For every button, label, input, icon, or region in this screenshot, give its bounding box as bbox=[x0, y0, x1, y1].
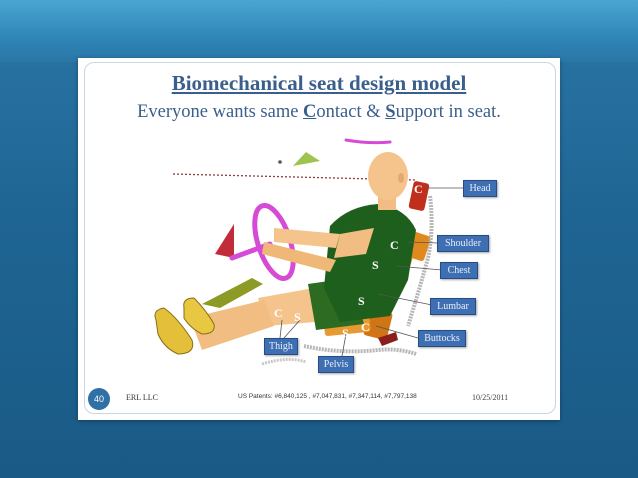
slide: Biomechanical seat design model Everyone… bbox=[78, 58, 560, 420]
head bbox=[368, 152, 408, 200]
leader-lines bbox=[279, 187, 464, 357]
slide-subtitle: Everyone wants same Contact & Support in… bbox=[78, 102, 560, 123]
subtitle-contact-letter: C bbox=[303, 102, 317, 122]
footer-company: ERL LLC bbox=[126, 393, 158, 402]
support-mark-pelvis: S bbox=[342, 326, 349, 340]
label-chest: Chest bbox=[440, 262, 478, 279]
forearm-lower bbox=[262, 242, 336, 272]
label-buttocks: Buttocks bbox=[418, 330, 466, 347]
olive-shape bbox=[202, 278, 263, 308]
label-pelvis: Pelvis bbox=[318, 356, 354, 373]
slide-frame bbox=[84, 62, 556, 414]
sight-line bbox=[172, 173, 417, 181]
red-triangle bbox=[215, 224, 234, 258]
footer-patents: US Patents: #6,840,125 , #7,047,831, #7,… bbox=[238, 393, 417, 400]
dot bbox=[278, 160, 282, 164]
contact-trace-seat bbox=[303, 344, 417, 356]
footer-date: 10/25/2011 bbox=[472, 393, 509, 402]
upper-arm bbox=[334, 228, 374, 258]
support-mark-chest: S bbox=[372, 258, 379, 272]
seat-rail bbox=[378, 332, 398, 346]
slide-title: Biomechanical seat design model bbox=[171, 71, 467, 95]
floor-trace bbox=[261, 357, 307, 366]
page-number: 40 bbox=[88, 388, 110, 410]
shirt bbox=[324, 204, 416, 322]
label-shoulder: Shoulder bbox=[437, 235, 489, 252]
seat-pad-head bbox=[408, 181, 430, 211]
background-top-band bbox=[0, 0, 638, 62]
contact-mark-head: C bbox=[414, 182, 423, 196]
green-triangle bbox=[293, 152, 320, 166]
ear bbox=[398, 173, 404, 183]
support-mark-thigh: S bbox=[294, 310, 301, 324]
subtitle-part: ontact & bbox=[316, 102, 386, 122]
label-thigh: Thigh bbox=[264, 338, 298, 355]
seat-model-illustration bbox=[154, 138, 464, 366]
contact-trace-back bbox=[406, 195, 434, 327]
highlight-stroke bbox=[344, 138, 392, 145]
subtitle-support-letter: S bbox=[385, 102, 396, 122]
support-mark-lumbar: S bbox=[358, 294, 365, 308]
label-lumbar: Lumbar bbox=[430, 298, 476, 315]
shoe-left bbox=[154, 307, 194, 355]
subtitle-part: upport in seat. bbox=[395, 102, 501, 122]
contact-mark-shoulder: C bbox=[390, 238, 399, 252]
contact-mark-thigh: C bbox=[274, 306, 283, 320]
shoe-right bbox=[183, 297, 215, 335]
lower-leg bbox=[190, 300, 274, 350]
forearm-top bbox=[274, 228, 340, 248]
contact-mark-buttocks: C bbox=[361, 320, 370, 334]
subtitle-part: Everyone wants same bbox=[137, 102, 304, 122]
label-head: Head bbox=[463, 180, 497, 197]
